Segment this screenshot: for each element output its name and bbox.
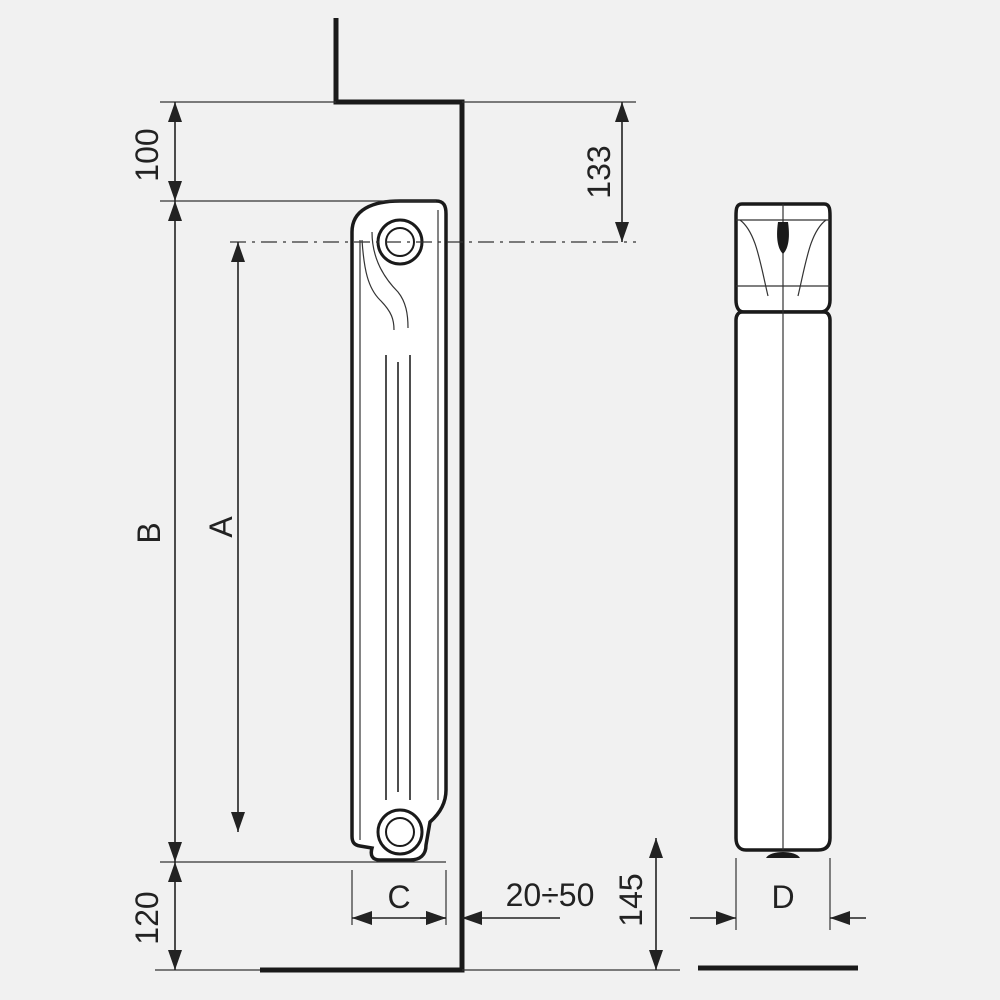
label-C: C: [387, 879, 410, 915]
extension-lines: [155, 101, 831, 971]
dim-bottom-clearance: 120: [129, 862, 182, 970]
label-A: A: [203, 516, 239, 538]
dim-floor-to-axis: 145: [613, 838, 663, 970]
label-133: 133: [581, 145, 617, 198]
top-curve-outer: [371, 231, 409, 329]
dim-depth-front: D: [690, 879, 866, 925]
dim-axis-distance: A: [203, 242, 245, 832]
radiator-side-view: [350, 199, 448, 862]
dim-top-clearance: 100: [129, 102, 182, 201]
label-20-50: 20÷50: [506, 877, 595, 913]
top-curve-inner: [361, 239, 395, 331]
dim-axis-offset: 133: [581, 102, 629, 242]
label-100: 100: [129, 128, 165, 181]
bottom-outlet-port: [376, 808, 424, 856]
top-nipple: [777, 222, 789, 254]
label-120: 120: [129, 891, 165, 944]
dim-total-height: B: [131, 201, 182, 862]
bottom-nipple: [766, 852, 800, 858]
label-D: D: [771, 879, 794, 915]
label-B: B: [131, 522, 167, 543]
radiator-front-view: [734, 202, 832, 858]
label-145: 145: [613, 873, 649, 926]
dim-wall-gap: 20÷50: [420, 877, 594, 925]
